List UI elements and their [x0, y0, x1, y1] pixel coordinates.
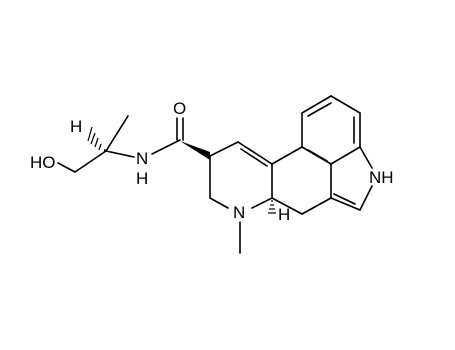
bond-n6-c7 [209, 197, 229, 209]
label-amide-n: N [136, 149, 148, 168]
bond-c12-c13 [330, 95, 361, 114]
label-carbonyl-o: O [173, 99, 186, 118]
bond-c11-c12 [301, 95, 332, 114]
bond-cstar-methyl [105, 115, 129, 152]
bond-c11-c12-double [307, 102, 332, 117]
bond-c14-c16 [330, 146, 361, 165]
bond-c2-c3-double [333, 193, 356, 205]
bond-c9-c10-double [240, 148, 268, 167]
bond-c8-c9 [209, 141, 239, 157]
atom-labels: HO H N H O NH N H [30, 99, 394, 224]
bond-c14-n1 [359, 146, 373, 169]
bond-c10a-c16-double [307, 149, 328, 162]
label-indole-nh: NH [369, 168, 394, 187]
bond-n-carbonyl [151, 139, 181, 155]
bond-c5-c4 [271, 197, 303, 215]
label-h-sidechain: H [70, 117, 82, 136]
bond-c10-c10a [271, 146, 303, 165]
label-hydroxyl: HO [30, 153, 56, 172]
bond-c2-c3 [330, 197, 361, 211]
label-n6: N [233, 203, 245, 222]
label-amide-h: H [136, 169, 148, 188]
bond-c4-c3 [301, 197, 332, 215]
label-h-c5: H [278, 205, 290, 224]
bond-o-ch2 [57, 162, 76, 173]
stereo-bonds [87, 126, 276, 214]
bond-n1-c2 [359, 185, 373, 211]
wedge-c8-carbonyl [180, 141, 210, 160]
bond-cstar-n [105, 150, 135, 158]
bond-c9-c10 [237, 141, 273, 165]
bond-lines [57, 95, 373, 254]
bond-ch2-cstar [74, 150, 107, 173]
bond-c5-n6 [251, 197, 273, 209]
